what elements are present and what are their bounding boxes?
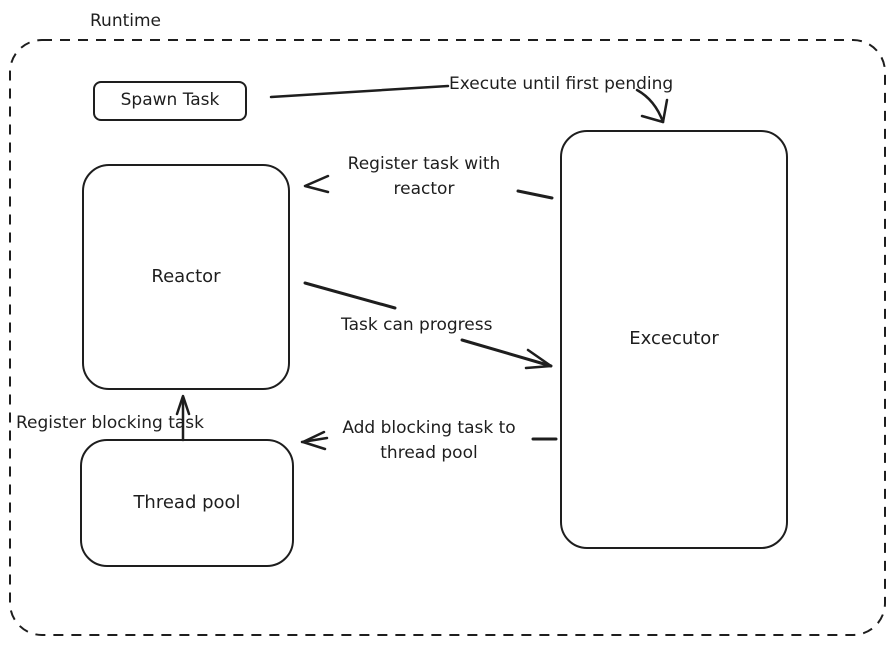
runtime-label: Runtime [90, 11, 162, 31]
edge-label-register-blocking: Register blocking task [16, 413, 204, 433]
arrow-register-blocking-head [175, 394, 191, 416]
edge-label-add-blocking-1: Add blocking task to [342, 418, 516, 438]
edge-label-register-task-1: Register task with [347, 154, 501, 174]
spawn-task-box[interactable] [93, 81, 247, 121]
arrow-execute-until-pending-head [640, 98, 669, 124]
edge-label-add-blocking-2: thread pool [380, 443, 478, 463]
arrow-register-task-tail [516, 189, 554, 200]
thread-pool-box[interactable] [80, 439, 294, 567]
spawn-task-label: Spawn Task [120, 90, 220, 110]
arrow-execute-until-pending [269, 84, 450, 99]
reactor-label: Reactor [151, 266, 221, 287]
executor-label: Excecutor [629, 328, 719, 349]
arrow-task-can-progress-1 [303, 281, 397, 310]
arrow-task-can-progress-head [524, 348, 553, 370]
thread-pool-label: Thread pool [133, 492, 241, 513]
runtime-boundary [9, 39, 886, 636]
edge-label-task-can-progress: Task can progress [341, 315, 493, 335]
arrow-register-task-head [303, 174, 330, 194]
executor-box[interactable] [560, 130, 788, 549]
edge-label-register-task-2: reactor [393, 179, 455, 199]
reactor-box[interactable] [82, 164, 290, 390]
arrow-execute-until-pending-curve [635, 88, 665, 124]
arrow-add-blocking-head [301, 430, 327, 451]
arrow-task-can-progress-2 [460, 338, 553, 368]
edge-label-execute-until-pending: Execute until first pending [449, 74, 674, 94]
